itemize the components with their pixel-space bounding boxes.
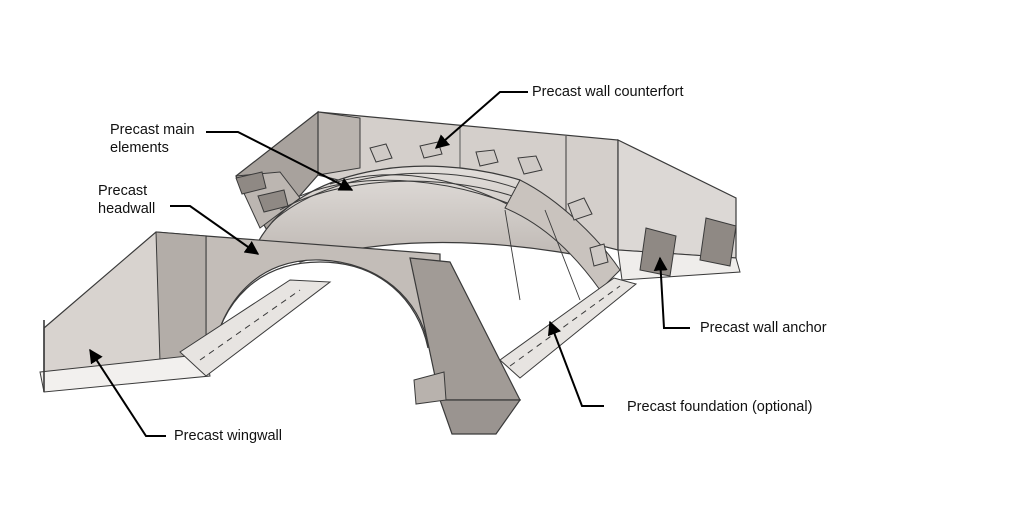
left-wingwall [39,231,211,393]
label-wall-anchor-text: Precast wall anchor [700,320,827,336]
leader-foundation [547,320,604,407]
label-headwall-line1: Precast [98,183,148,199]
foundations [179,277,638,405]
label-counterfort: Precast wall counterfort [532,83,684,101]
label-main-elements: Precast main elements [110,121,195,157]
leader-counterfort [434,91,528,149]
wall-anchors [235,171,737,277]
label-foundation-text: Precast foundation (optional) [627,399,813,415]
leader-wall-anchor [653,256,690,329]
leader-lines [89,91,690,437]
label-headwall: Precast headwall [98,182,155,218]
label-wingwall-text: Precast wingwall [174,428,282,444]
label-headwall-line2: headwall [98,201,156,217]
label-counterfort-text: Precast wall counterfort [532,84,684,100]
label-main-elements-line1: Precast main [110,122,195,138]
label-wall-anchor: Precast wall anchor [700,319,827,337]
leader-headwall [170,205,260,255]
headwall [199,235,522,435]
leader-main-elements [206,131,354,191]
label-wingwall: Precast wingwall [174,427,282,445]
label-foundation: Precast foundation (optional) [627,398,812,416]
label-main-elements-line2: elements [110,140,169,156]
leader-wingwall [89,348,166,437]
